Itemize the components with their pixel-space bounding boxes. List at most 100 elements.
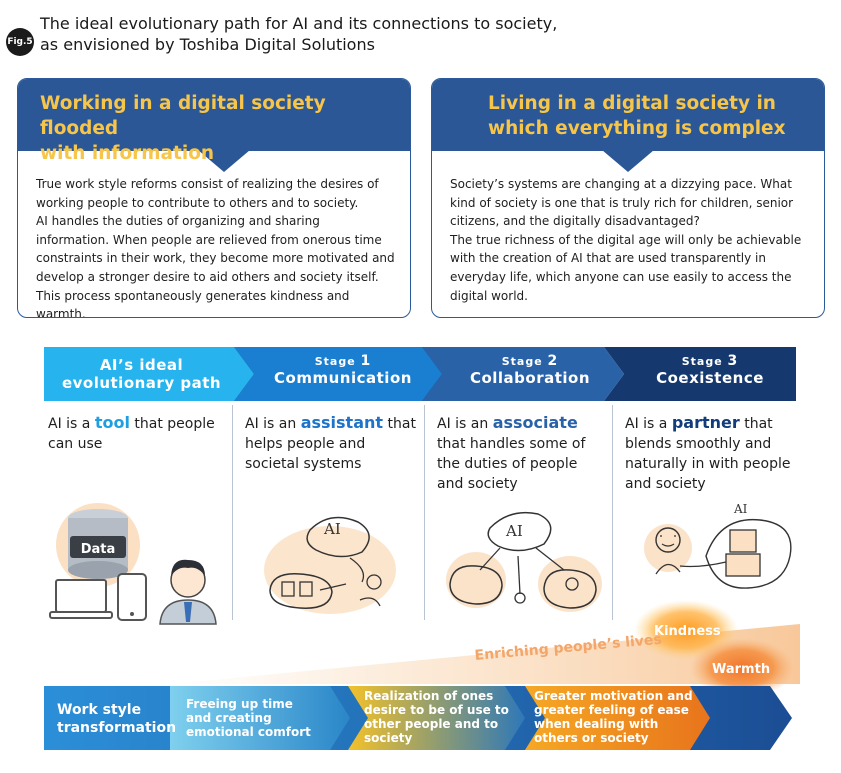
panel-title-line2: with information bbox=[40, 143, 215, 164]
column-text-pre: AI is a bbox=[48, 416, 95, 432]
stage-2-label: Stage 2 Collaboration bbox=[446, 353, 614, 387]
step-arrow-1 bbox=[170, 686, 350, 750]
panel-title: Working in a digital society flooded wit… bbox=[40, 91, 400, 166]
panel-paragraph: AI handles the duties of organizing and … bbox=[36, 214, 395, 318]
column-divider bbox=[232, 405, 233, 620]
partner-illustration bbox=[644, 518, 792, 589]
panel-header bbox=[432, 79, 824, 151]
stage-name: Communication bbox=[274, 369, 412, 387]
panel-title-line1: Working in a digital society flooded bbox=[40, 93, 326, 139]
work-style-line1: Work style bbox=[57, 702, 142, 718]
column-text-pre: AI is a bbox=[625, 416, 672, 432]
warmth-label: Warmth bbox=[712, 662, 771, 677]
step-arrow-2 bbox=[348, 686, 525, 750]
person-icon bbox=[159, 559, 217, 625]
panel-digital-work: Working in a digital society flooded wit… bbox=[17, 78, 411, 318]
step-realization: Realization of ones desire to be of use … bbox=[364, 689, 509, 745]
stage-arrow-ideal bbox=[44, 347, 254, 401]
panel-title-line2: which everything is complex bbox=[488, 118, 786, 139]
enriching-band bbox=[44, 600, 800, 750]
keyword-assistant: assistant bbox=[300, 413, 384, 432]
panel-pointer-icon bbox=[602, 150, 654, 172]
stage-name: Collaboration bbox=[469, 369, 591, 387]
step-line: Realization of ones bbox=[364, 689, 494, 703]
stage-3-label: Stage 3 Coexistence bbox=[626, 353, 794, 387]
panel-header bbox=[18, 79, 410, 151]
robot-icon bbox=[729, 529, 757, 553]
stage-ideal-line1: AI’s ideal bbox=[99, 356, 184, 374]
panel-pointer-icon bbox=[198, 150, 250, 172]
work-style-label: Work style transformation bbox=[57, 701, 176, 737]
work-style-line2: transformation bbox=[57, 720, 177, 736]
panel-body: True work style reforms consist of reali… bbox=[36, 175, 396, 318]
stage-word: Stage bbox=[681, 355, 723, 368]
step-line: Freeing up time bbox=[186, 697, 293, 711]
stage-ideal-label: AI’s ideal evolutionary path bbox=[44, 356, 239, 392]
column-divider bbox=[612, 405, 613, 620]
panel-paragraph: Society’s systems are changing at a dizz… bbox=[450, 177, 794, 229]
step-line: others or society bbox=[534, 731, 649, 745]
column-text-pre: AI is an bbox=[437, 416, 493, 432]
panel-title-line1: Living in a digital society in bbox=[488, 93, 776, 114]
ai-cloud-icon bbox=[306, 516, 370, 558]
people-cloud-icon bbox=[269, 573, 333, 609]
figure-title-line1: The ideal evolutionary path for AI and i… bbox=[40, 14, 558, 33]
stage-ideal-line2: evolutionary path bbox=[61, 374, 222, 392]
panel-title: Living in a digital society in which eve… bbox=[488, 91, 814, 141]
column-text-post: that helps people and societal systems bbox=[245, 416, 416, 472]
people-cloud-icon bbox=[449, 565, 503, 605]
ai-sketch-label: AI bbox=[324, 520, 341, 538]
kindness-label: Kindness bbox=[654, 624, 721, 639]
panel-paragraph: The true richness of the digital age wil… bbox=[450, 232, 802, 303]
keyword-tool: tool bbox=[94, 413, 130, 432]
tool-illustration bbox=[49, 503, 217, 625]
stage-1-label: Stage 1 Communication bbox=[258, 353, 428, 387]
step-arrow-3 bbox=[525, 686, 710, 750]
stage-arrow-1 bbox=[234, 347, 442, 401]
keyword-partner: partner bbox=[671, 413, 740, 432]
ai-sketch-label: AI bbox=[506, 522, 523, 540]
column-text-pre: AI is an bbox=[245, 416, 301, 432]
step-line: when dealing with bbox=[534, 717, 659, 731]
step-line: Greater motivation and bbox=[534, 689, 693, 703]
column-text-post: that handles some of the duties of peopl… bbox=[437, 436, 586, 492]
panel-paragraph: True work style reforms consist of reali… bbox=[36, 177, 379, 210]
column-tool-text: AI is a tool that people can use bbox=[48, 413, 224, 454]
stage-number: 1 bbox=[360, 353, 372, 369]
step-line: emotional comfort bbox=[186, 725, 311, 739]
smartphone-icon bbox=[117, 573, 147, 621]
warmth-glow bbox=[690, 638, 794, 698]
column-partner-text: AI is a partner that blends smoothly and… bbox=[625, 413, 795, 494]
column-divider bbox=[424, 405, 425, 620]
stage-number: 2 bbox=[547, 353, 559, 369]
person-sketch-icon bbox=[655, 527, 681, 553]
assistant-illustration bbox=[264, 516, 396, 614]
step-line: other people and to bbox=[364, 717, 499, 731]
column-assistant-text: AI is an assistant that helps people and… bbox=[245, 413, 420, 474]
figure-title: The ideal evolutionary path for AI and i… bbox=[40, 13, 600, 55]
figure-badge: Fig.5 bbox=[6, 28, 34, 56]
stage-arrow-bar bbox=[44, 347, 796, 401]
stage-arrow-2 bbox=[422, 347, 624, 401]
associate-illustration bbox=[446, 511, 602, 612]
panel-digital-living: Living in a digital society in which eve… bbox=[431, 78, 825, 318]
society-cloud-icon bbox=[543, 569, 597, 609]
panel-body: Society’s systems are changing at a dizz… bbox=[450, 175, 810, 305]
database-icon bbox=[68, 509, 128, 579]
step-greater-motivation: Greater motivation and greater feeling o… bbox=[534, 689, 693, 745]
laptop-icon bbox=[49, 579, 113, 619]
column-associate-text: AI is an associate that handles some of … bbox=[437, 413, 607, 494]
figure-title-line2: as envisioned by Toshiba Digital Solutio… bbox=[40, 35, 375, 54]
ai-cloud-icon bbox=[487, 511, 552, 552]
step-line: greater feeling of ease bbox=[534, 703, 689, 717]
stage-number: 3 bbox=[727, 353, 739, 369]
ai-sketch-label: AI bbox=[734, 502, 748, 516]
step-line: desire to be of use to bbox=[364, 703, 509, 717]
step-freeing-time: Freeing up time and creating emotional c… bbox=[186, 697, 311, 739]
stage-word: Stage bbox=[314, 355, 356, 368]
column-text-post: that people can use bbox=[48, 416, 215, 452]
data-label: Data bbox=[80, 542, 116, 557]
stage-name: Coexistence bbox=[656, 369, 764, 387]
column-text-post: that blends smoothly and naturally in wi… bbox=[625, 416, 791, 492]
step-line: and creating bbox=[186, 711, 272, 725]
